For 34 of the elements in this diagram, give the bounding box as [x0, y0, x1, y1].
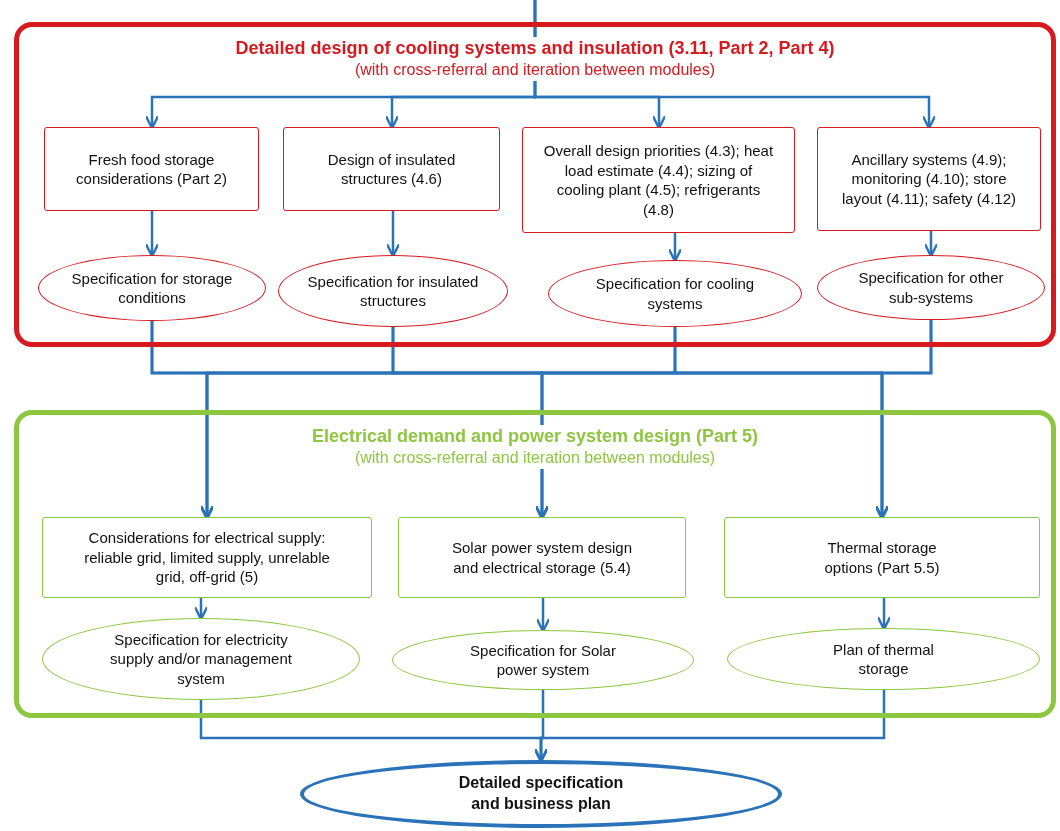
node-label: Specification for electricity supply and/or management system — [109, 629, 293, 689]
process-box — [724, 517, 1040, 598]
node-label: Detailed specification and business plan — [457, 773, 625, 814]
section-panel — [14, 410, 1056, 718]
node-label: Solar power system design and electrical storage (5.4) — [450, 538, 634, 577]
node-label: Considerations for electrical supply: reliable grid, limited supply, unrelable grid, off-grid (5) — [83, 528, 331, 587]
node-label: Specification for Solar power system — [469, 640, 617, 680]
process-box — [283, 127, 500, 211]
arrow — [193, 598, 209, 621]
node-label: Thermal storage options (Part 5.5) — [823, 538, 941, 577]
node-label: Specification for storage conditions — [70, 268, 234, 308]
arrow — [923, 231, 939, 258]
node-label: Plan of thermal storage — [832, 639, 935, 679]
arrow — [533, 690, 886, 763]
node-label: Ancillary systems (4.9); monitoring (4.10); store layout (4.11); safety (4.12) — [841, 149, 1017, 209]
arrow — [385, 211, 401, 258]
arrow — [874, 320, 933, 520]
process-box — [42, 517, 372, 598]
node-label: Specification for insulated structures — [306, 271, 480, 311]
arrow — [533, 0, 937, 130]
node-label: Overall design priorities (4.3); heat load estimate (4.4); sizing of cooling plant (4.5); refrigerants (4.8) — [542, 141, 775, 219]
process-box — [817, 127, 1041, 231]
arrow — [876, 598, 892, 631]
node-label: Design of insulated structures (4.6) — [326, 149, 457, 189]
arrow — [667, 233, 683, 263]
process-box — [398, 517, 686, 598]
process-box — [522, 127, 795, 233]
section-panel — [14, 22, 1056, 347]
arrow — [144, 211, 160, 258]
node-label: Fresh food storage considerations (Part 2) — [75, 149, 228, 189]
arrow — [535, 598, 551, 633]
process-box — [44, 127, 259, 211]
node-label: Specification for other sub-systems — [857, 268, 1005, 307]
node-label: Specification for cooling systems — [594, 274, 756, 313]
